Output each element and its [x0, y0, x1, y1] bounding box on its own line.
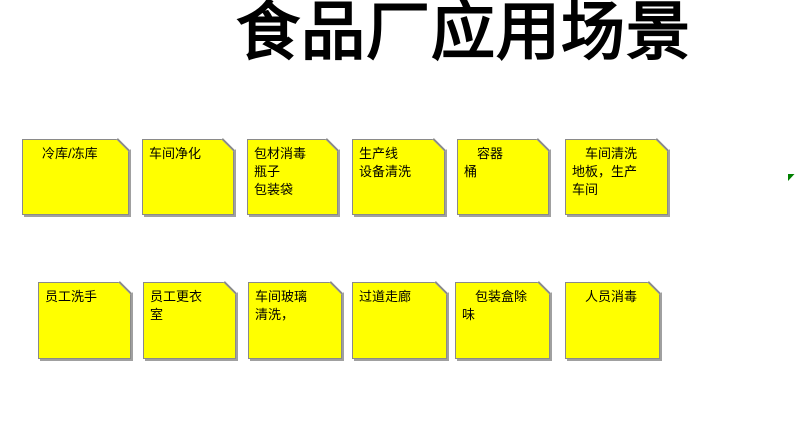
note-workshop-glass-cleaning[interactable]: 车间玻璃 清洗，: [248, 282, 342, 359]
note-text: 生产线 设备清洗: [359, 146, 412, 179]
note-text: 包装盒除 味: [462, 289, 528, 322]
note-text: 人员消毒: [572, 289, 638, 304]
note-text: 车间清洗 地板，生产 车间: [572, 146, 638, 197]
note-workshop-purification[interactable]: 车间净化: [142, 139, 234, 215]
note-packaging-disinfection[interactable]: 包材消毒 瓶子 包装袋: [247, 139, 338, 215]
note-corridor[interactable]: 过道走廊: [352, 282, 447, 359]
note-text: 员工洗手: [45, 289, 98, 304]
slide-title: 食品厂应用场景: [236, 0, 691, 68]
note-employee-handwashing[interactable]: 员工洗手: [38, 282, 131, 359]
note-production-line-cleaning[interactable]: 生产线 设备清洗: [352, 139, 445, 215]
note-workshop-floor-cleaning[interactable]: 车间清洗 地板，生产 车间: [565, 139, 668, 215]
note-personnel-disinfection[interactable]: 人员消毒: [565, 282, 660, 359]
note-text: 员工更衣 室: [150, 289, 203, 322]
note-container-bucket[interactable]: 容器 桶: [457, 139, 549, 215]
green-triangle-marker-icon: [788, 174, 795, 181]
note-packaging-box-deodorization[interactable]: 包装盒除 味: [455, 282, 550, 359]
note-text: 车间玻璃 清洗，: [255, 289, 308, 322]
note-text: 冷库/冻库: [29, 146, 98, 161]
note-text: 过道走廊: [359, 289, 412, 304]
note-employee-changing-room[interactable]: 员工更衣 室: [143, 282, 236, 359]
note-text: 容器 桶: [464, 146, 504, 179]
note-text: 车间净化: [149, 146, 202, 161]
note-cold-storage[interactable]: 冷库/冻库: [22, 139, 129, 215]
note-text: 包材消毒 瓶子 包装袋: [254, 146, 307, 197]
